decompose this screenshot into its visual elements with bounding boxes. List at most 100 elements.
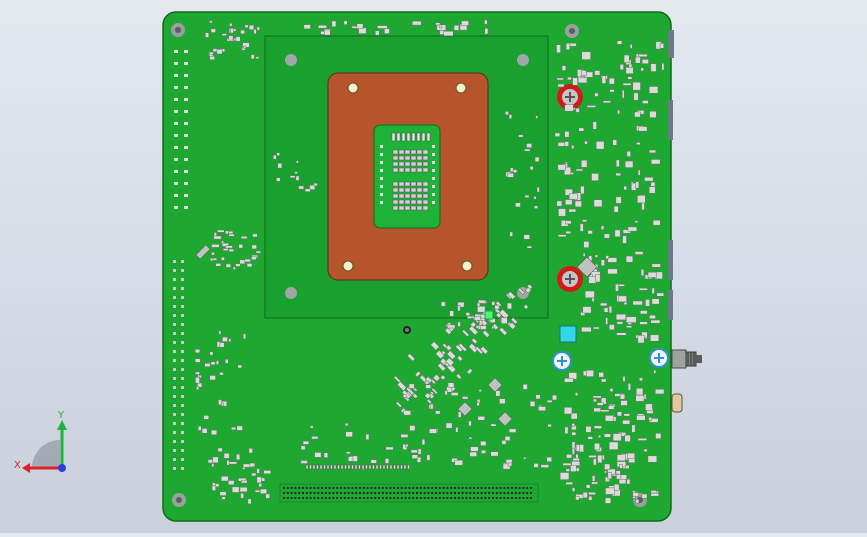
diagonal-part — [468, 343, 479, 354]
rf-connector[interactable] — [671, 349, 702, 369]
smd-part — [410, 149, 417, 155]
socket-hole — [517, 54, 529, 66]
smd-part — [347, 464, 351, 470]
smd-part — [588, 276, 597, 284]
smd-part — [435, 349, 445, 360]
diagonal-part — [440, 374, 446, 381]
smd-part — [564, 131, 570, 138]
smd-part — [410, 181, 417, 187]
smd-part — [286, 487, 289, 489]
smd-part — [410, 167, 417, 173]
smd-part — [443, 30, 454, 37]
y-axis-head-icon — [57, 420, 67, 430]
smd-part — [343, 487, 346, 489]
smd-part — [468, 436, 473, 440]
smd-part — [608, 405, 615, 410]
diagonal-part — [444, 327, 453, 335]
smd-part — [655, 388, 665, 395]
z-axis-dot-icon — [58, 464, 66, 472]
smd-part — [173, 395, 176, 398]
smd-part — [564, 377, 574, 383]
smd-part — [615, 172, 622, 176]
smd-part — [604, 476, 610, 483]
blue-standoff-right[interactable] — [649, 348, 669, 368]
smd-part — [205, 32, 209, 38]
smd-part — [474, 316, 481, 321]
smd-part — [389, 497, 392, 499]
smd-part — [416, 487, 418, 489]
smd-part — [405, 386, 415, 396]
smd-part — [490, 451, 499, 457]
smd-part — [351, 464, 354, 470]
smd-part — [445, 357, 455, 367]
diagonal-part — [435, 349, 445, 360]
smd-part — [605, 497, 612, 504]
smd-part — [378, 492, 380, 494]
smd-part — [324, 492, 327, 494]
y-axis-label: Y — [57, 410, 65, 421]
audio-jack[interactable] — [671, 393, 683, 413]
smd-part — [522, 497, 525, 499]
smd-part — [465, 497, 468, 499]
smd-part — [484, 492, 487, 494]
smd-part — [476, 487, 479, 489]
smd-part — [210, 28, 216, 33]
smd-part — [221, 496, 226, 500]
smd-part — [381, 487, 384, 489]
smd-part — [181, 440, 184, 443]
smd-part — [389, 487, 392, 489]
smd-part — [507, 462, 513, 467]
smd-part — [195, 244, 211, 260]
smd-part — [397, 487, 399, 489]
smd-part — [581, 160, 588, 168]
smd-part — [492, 487, 494, 489]
smd-part — [181, 305, 184, 308]
smd-part — [601, 454, 605, 461]
smd-part — [209, 20, 213, 24]
smd-part — [347, 497, 350, 499]
smd-part — [337, 464, 340, 470]
smd-part — [565, 481, 574, 485]
smd-part — [380, 177, 383, 180]
smd-part — [594, 442, 600, 451]
smd-part — [639, 377, 643, 382]
smd-part — [400, 497, 403, 499]
smd-part — [604, 463, 611, 470]
smd-part — [534, 156, 540, 162]
smd-part — [515, 202, 521, 208]
smd-part — [608, 324, 615, 331]
bottom-pin-header[interactable] — [279, 464, 539, 503]
smd-part — [416, 181, 423, 187]
smd-part — [533, 463, 539, 468]
smd-part — [446, 497, 449, 499]
smd-part — [469, 487, 472, 489]
smd-part — [638, 126, 648, 132]
smd-part — [211, 485, 216, 491]
smd-part — [635, 181, 640, 189]
smd-part — [640, 67, 644, 72]
smd-part — [231, 486, 240, 493]
red-screw-top[interactable] — [557, 84, 583, 110]
smd-part — [416, 193, 423, 199]
smd-part — [184, 194, 188, 197]
smd-part — [216, 49, 223, 55]
smd-part — [225, 263, 231, 268]
smd-part — [477, 306, 486, 313]
smd-part — [495, 390, 501, 397]
smd-part — [631, 424, 636, 433]
smd-part — [536, 186, 540, 193]
smd-part — [173, 404, 176, 407]
smd-part — [490, 423, 497, 427]
smd-part — [480, 487, 483, 489]
blue-standoff-left[interactable] — [552, 351, 572, 371]
smd-part — [231, 426, 236, 431]
smd-part — [260, 488, 267, 494]
smd-part — [640, 269, 645, 277]
smd-part — [294, 487, 297, 489]
smd-part — [398, 155, 405, 161]
smd-part — [184, 50, 188, 53]
red-screw-bottom[interactable] — [557, 266, 583, 292]
diagonal-part — [523, 304, 529, 310]
